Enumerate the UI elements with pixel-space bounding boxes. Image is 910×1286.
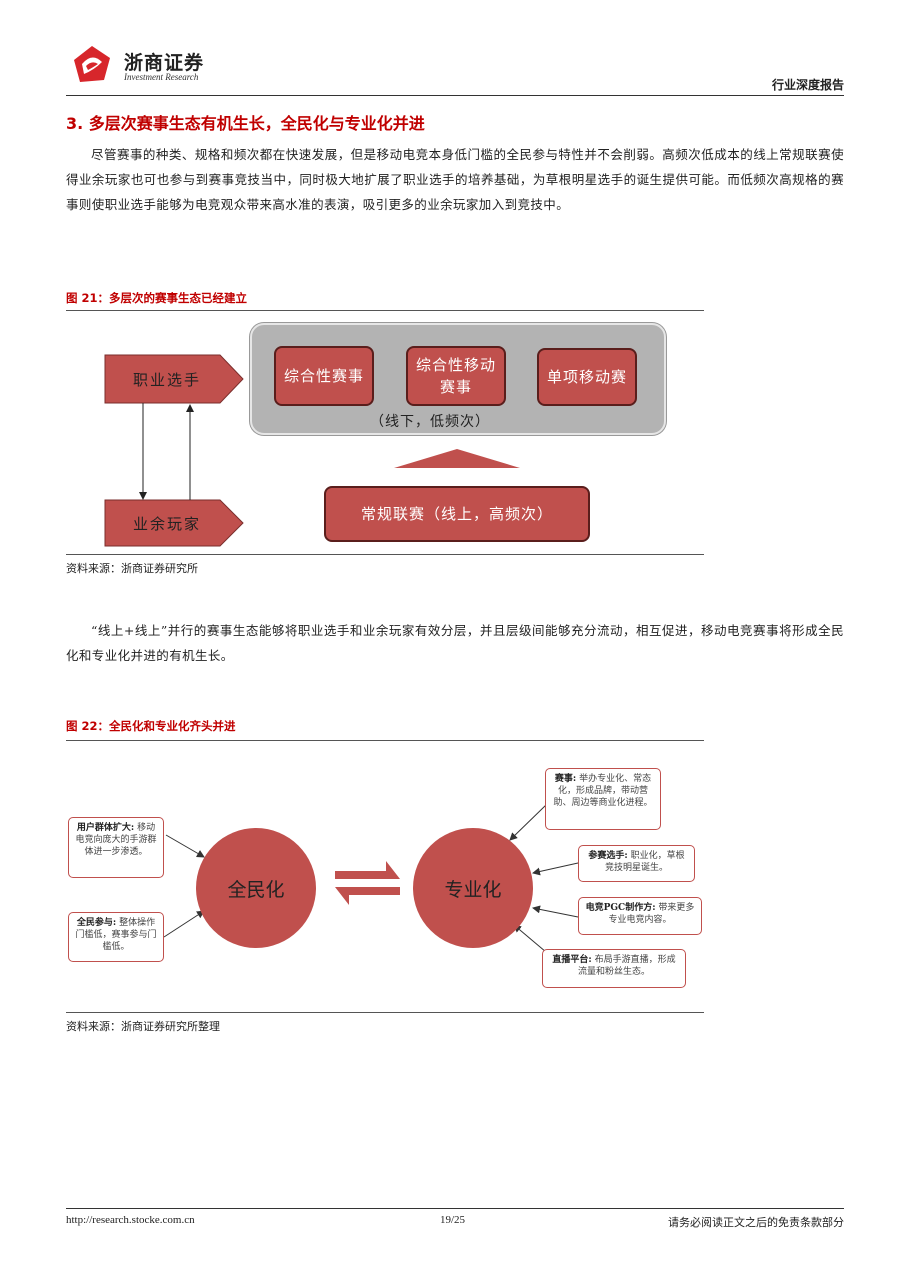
arrow-user-growth [165,834,205,858]
note-user-growth-body: 移动电竞向庞大的手游群体进一步渗透。 [75,823,157,857]
paragraph-2: “线上+线上”并行的赛事生态能够将职业选手和业余玩家有效分层，并且层级间能够充分… [66,623,844,663]
note-players-title: 参赛选手: [588,851,628,861]
figure-22-caption: 图 22：全民化和专业化齐头并进 [66,719,236,733]
figure-22-top-rule [66,740,704,741]
note-pgc-title: 电竞PGC制作方: [585,903,656,913]
amateur-player-chevron [104,499,244,547]
note-user-growth: 用户群体扩大: 移动电竞向庞大的手游群体进一步渗透。 [68,817,164,878]
pro-player-chevron [104,354,244,404]
note-participation: 全民参与: 整体操作门槛低，赛事参与门槛低。 [68,912,164,962]
circle-professionalization: 专业化 [413,828,533,948]
footer-disclaimer: 请务必阅读正文之后的免责条款部分 [668,1216,844,1229]
note-participation-body: 整体操作门槛低，赛事参与门槛低。 [75,918,157,952]
circle-popularization: 全民化 [196,828,316,948]
upward-triangle-icon [394,449,520,468]
arrow-streaming [513,924,547,953]
event-single-mobile: 单项移动赛 [537,348,637,406]
figure-22-source: 资料来源：浙商证券研究所整理 [66,1020,220,1033]
logo-text-en: Investment Research [124,72,199,82]
note-players: 参赛选手: 职业化，草根竞技明星诞生。 [578,845,695,882]
note-participation-title: 全民参与: [76,918,117,928]
logo-icon [74,46,110,82]
exchange-arrow-bottom-icon [335,887,400,905]
note-streaming-title: 直播平台: [552,955,592,965]
note-events: 赛事: 举办专业化、常态化，形成品牌，带动营助、周边等商业化进程。 [545,768,661,830]
note-streaming-body: 布局手游直播，形成流量和粉丝生态。 [577,955,676,977]
event-comprehensive-mobile: 综合性移动赛事 [406,346,506,406]
amateur-player-label: 业余玩家 [133,514,202,533]
figure-21-top-rule [66,310,704,311]
figure-21-caption: 图 21：多层次的赛事生态已经建立 [66,291,248,305]
note-pgc: 电竞PGC制作方: 带来更多专业电竞内容。 [578,897,702,935]
note-streaming: 直播平台: 布局手游直播，形成流量和粉丝生态。 [542,949,686,988]
section-title: 3. 多层次赛事生态有机生长，全民化与专业化并进 [66,114,425,133]
arrow-events [509,804,547,841]
footer-divider [66,1208,844,1209]
down-arrow-head [139,492,147,500]
note-pgc-body: 带来更多专业电竞内容。 [608,903,695,925]
figure-21-bottom-rule [66,554,704,555]
note-user-growth-title: 用户群体扩大: [76,823,135,833]
logo-text-cn: 浙商证券 [124,52,205,74]
arrow-players [532,862,579,876]
figure-22-bottom-rule [66,1012,704,1013]
exchange-arrow-top-icon [335,861,400,879]
figure-21-shapes [104,354,520,547]
regular-league-box: 常规联赛（线上，高频次） [324,486,590,542]
footer-url-link[interactable]: http://research.stocke.com.cn [66,1214,195,1226]
header-divider [66,95,844,96]
note-players-body: 职业化，草根竞技明星诞生。 [604,851,685,873]
note-events-title: 赛事: [554,774,577,784]
page-number: 19/25 [440,1214,466,1226]
paragraph-1: 尽管赛事的种类、规格和频次都在快速发展，但是移动电竞本身低门槛的全民参与特性并不… [66,147,844,212]
figure-21-source: 资料来源：浙商证券研究所 [66,562,198,575]
pro-player-label: 职业选手 [133,370,202,389]
up-arrow-head [186,404,194,412]
figure-22-shapes [163,804,579,953]
note-events-body: 举办专业化、常态化，形成品牌，带动营助、周边等商业化进程。 [553,774,653,808]
offline-tier-note: （线下，低频次） [370,414,490,430]
arrow-participation [163,910,205,938]
report-type: 行业深度报告 [771,78,844,92]
event-comprehensive: 综合性赛事 [274,346,374,406]
arrow-pgc [532,905,579,918]
